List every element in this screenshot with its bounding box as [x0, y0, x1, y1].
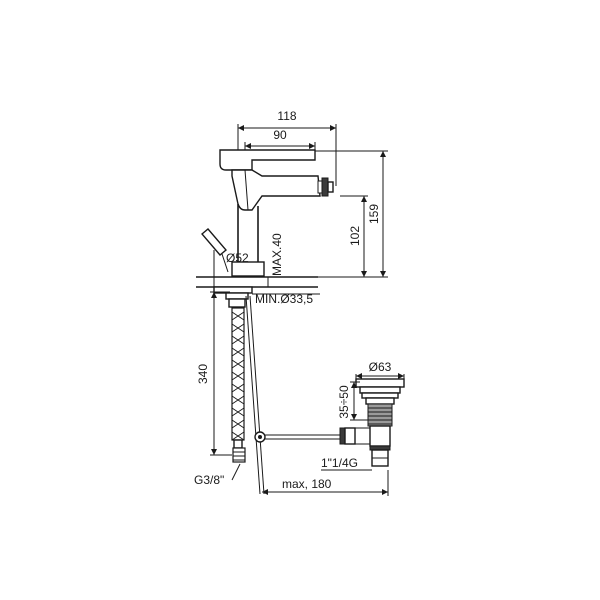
label-base-diameter: Ø52 [226, 251, 249, 265]
label-waste-height: 35÷50 [337, 385, 351, 419]
label-deck-thickness: MAX.40 [270, 233, 284, 276]
label-width-total: 118 [277, 109, 296, 123]
dim-width-total: 118 [237, 109, 337, 186]
label-hole-diameter: MIN.Ø33,5 [255, 292, 313, 306]
dim-hose-length: 340 [196, 291, 232, 456]
dim-hose-thread: G3/8" [194, 463, 241, 487]
flexible-hose [231, 307, 246, 463]
label-waste-thread: 1"1/4G [321, 456, 358, 470]
dim-rod-length: max, 180 [262, 470, 389, 496]
dim-waste-thread: 1"1/4G [321, 456, 372, 471]
under-deck-fixing [213, 286, 320, 308]
label-height-total: 159 [367, 204, 381, 224]
label-height-spout: 102 [348, 226, 362, 246]
mixer-body [219, 149, 334, 277]
dim-height-spout: 102 [340, 195, 368, 277]
lift-rod [245, 295, 265, 495]
dim-waste-diameter: Ø63 [355, 360, 405, 379]
dim-waste-height: 35÷50 [337, 381, 368, 421]
pop-up-waste [355, 378, 405, 467]
label-hose-thread: G3/8" [194, 473, 224, 487]
lift-rod-knob [201, 228, 229, 292]
linkage-rod [254, 427, 356, 445]
dim-width-lever: 90 [244, 128, 316, 152]
label-hose-length: 340 [196, 364, 210, 384]
label-width-lever: 90 [273, 128, 287, 142]
label-waste-diameter: Ø63 [369, 360, 392, 374]
dim-height-total: 159 [300, 150, 388, 278]
label-rod-length: max, 180 [282, 477, 332, 491]
dim-deck-thickness: MAX.40 [267, 233, 284, 287]
